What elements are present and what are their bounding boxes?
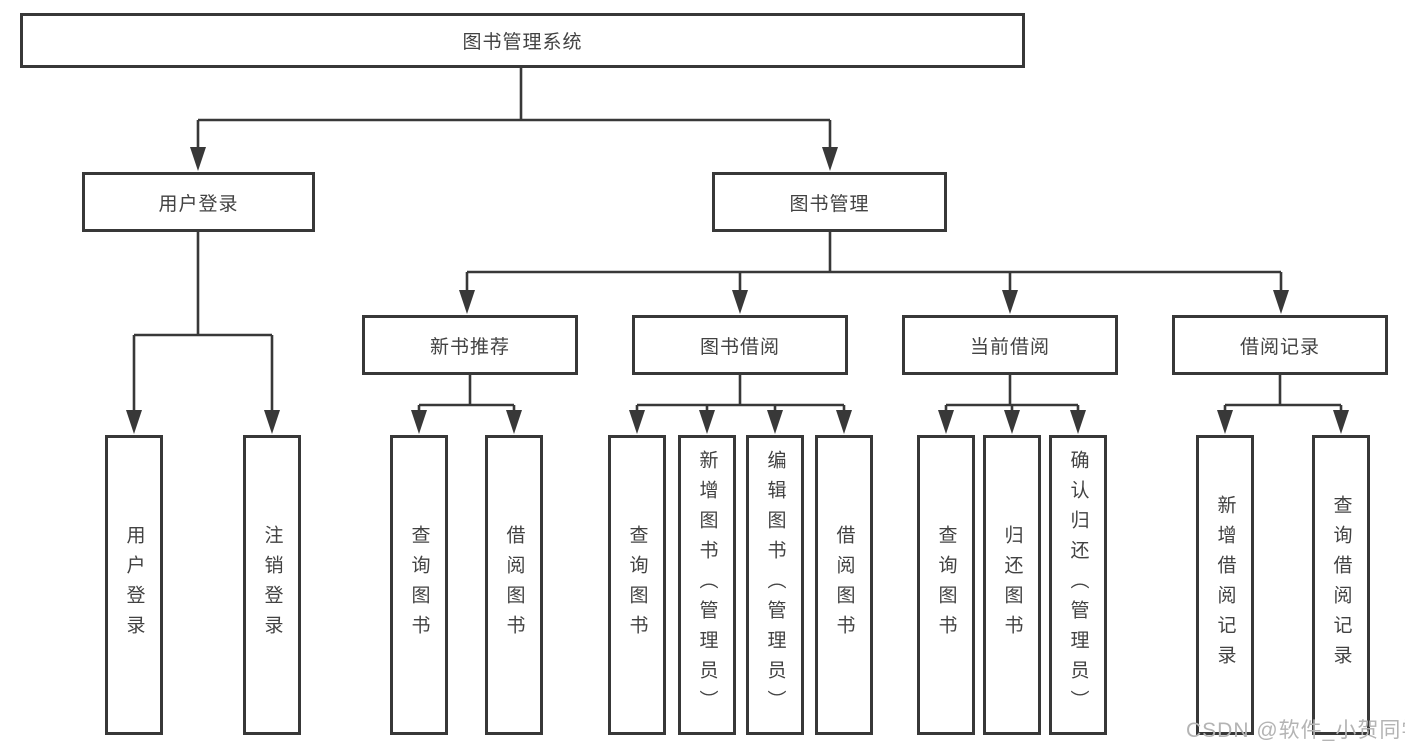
leaf-add-borrow-record: 新增借阅记录 — [1196, 435, 1254, 735]
leaf-borrow-books-recommend: 借阅图书 — [485, 435, 543, 735]
leaf-return-book: 归还图书 — [983, 435, 1041, 735]
node-user-login: 用户登录 — [82, 172, 315, 232]
node-current-borrow: 当前借阅 — [902, 315, 1118, 375]
arrowheads — [126, 147, 1349, 434]
node-book-management: 图书管理 — [712, 172, 947, 232]
node-book-borrow: 图书借阅 — [632, 315, 848, 375]
leaf-borrow-books: 借阅图书 — [815, 435, 873, 735]
node-borrow-records: 借阅记录 — [1172, 315, 1388, 375]
leaf-query-borrow-record: 查询借阅记录 — [1312, 435, 1370, 735]
csdn-watermark: CSDN @软件_小贺同学 — [1186, 719, 1405, 742]
leaf-confirm-return-admin: 确认归还（管理员） — [1049, 435, 1107, 735]
leaf-logout: 注销登录 — [243, 435, 301, 735]
leaf-user-login: 用户登录 — [105, 435, 163, 735]
leaf-add-book-admin: 新增图书（管理员） — [678, 435, 736, 735]
leaf-query-books-current: 查询图书 — [917, 435, 975, 735]
leaf-query-books-borrow: 查询图书 — [608, 435, 666, 735]
node-new-book-recommend: 新书推荐 — [362, 315, 578, 375]
leaf-edit-book-admin: 编辑图书（管理员） — [746, 435, 804, 735]
node-root-system: 图书管理系统 — [20, 13, 1025, 68]
leaf-query-books-recommend: 查询图书 — [390, 435, 448, 735]
